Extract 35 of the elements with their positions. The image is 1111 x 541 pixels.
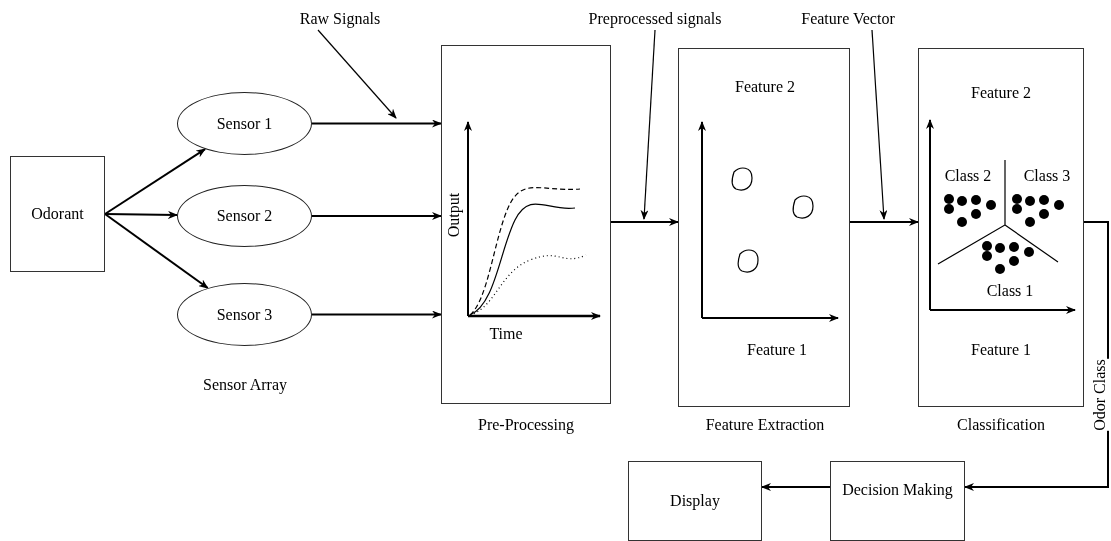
class-label: Class 2	[944, 167, 992, 185]
block-title: Feature Extraction	[705, 416, 825, 434]
sensor-ellipse: Sensor 3	[177, 283, 312, 346]
arrow	[311, 212, 442, 220]
annotation-text: Preprocessed signals	[582, 8, 728, 30]
arrow	[311, 119, 442, 128]
class-label: Class 1	[986, 282, 1034, 300]
sensor-ellipse: Sensor 2	[177, 185, 312, 247]
axis-label: Feature 2	[735, 78, 795, 96]
arrow	[311, 310, 442, 319]
arrow	[104, 148, 207, 215]
annotation-text: Raw Signals	[292, 8, 388, 30]
leader-line	[317, 29, 397, 119]
block-title: Pre-Processing	[478, 416, 574, 434]
axis-label: Feature 1	[747, 341, 807, 359]
process-box: Odorant	[10, 156, 105, 272]
arrow	[104, 210, 179, 219]
block-title: Classification	[957, 416, 1045, 434]
axis-label: Output	[445, 192, 463, 238]
arrow	[761, 483, 831, 491]
leader-line	[640, 29, 656, 220]
arrow	[849, 218, 919, 226]
group-caption: Sensor Array	[203, 376, 287, 394]
sensor-ellipse: Sensor 1	[177, 92, 312, 155]
axis-label: Time	[489, 325, 523, 343]
axis-label: Feature 2	[971, 84, 1031, 102]
axis-label: Feature 1	[971, 341, 1031, 359]
leader-line	[871, 29, 888, 220]
arrow	[104, 213, 209, 290]
edge-label: Odor Class	[1091, 359, 1109, 431]
annotation-text: Feature Vector	[792, 8, 904, 30]
class-label: Class 3	[1023, 167, 1071, 185]
process-box: Display	[628, 461, 762, 541]
arrow	[610, 218, 679, 226]
process-box: Decision Making	[830, 461, 965, 541]
